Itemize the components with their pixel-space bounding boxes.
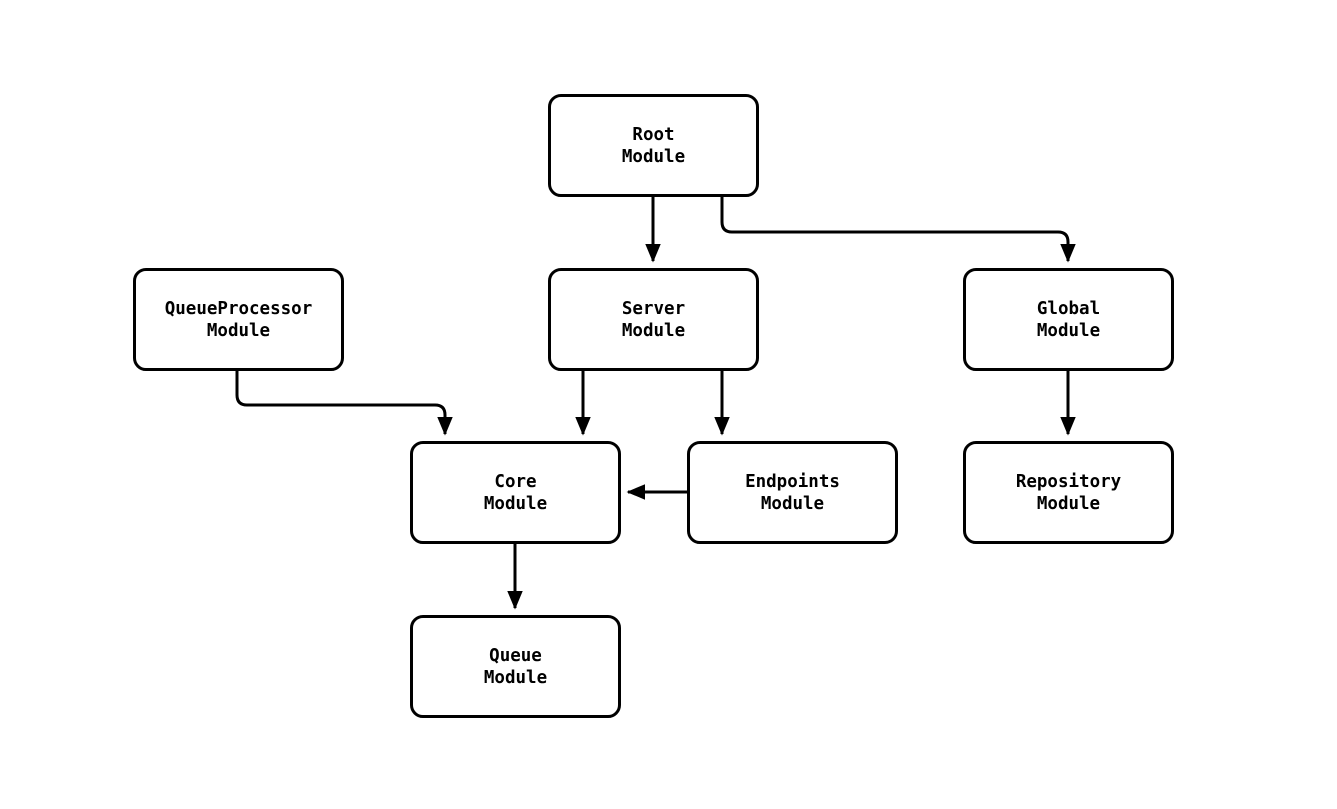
node-endpoints-module-label: Endpoints Module — [745, 471, 840, 514]
edge-root-to-global — [720, 197, 1076, 263]
node-core-module[interactable]: Core Module — [410, 441, 621, 544]
edges-group — [235, 197, 1076, 610]
node-root-module-label: Root Module — [621, 124, 686, 167]
node-queue-module[interactable]: Queue Module — [410, 615, 621, 718]
edge-queueprocessor-to-core — [235, 371, 453, 436]
node-queueprocessor-module[interactable]: QueueProcessor Module — [133, 268, 344, 371]
node-server-module-label: Server Module — [621, 298, 686, 341]
node-queue-module-label: Queue Module — [483, 645, 548, 688]
node-core-module-label: Core Module — [483, 471, 548, 514]
node-global-module[interactable]: Global Module — [963, 268, 1174, 371]
node-global-module-label: Global Module — [1036, 298, 1101, 341]
node-queueprocessor-module-label: QueueProcessor Module — [164, 298, 313, 341]
node-root-module[interactable]: Root Module — [548, 94, 759, 197]
node-endpoints-module[interactable]: Endpoints Module — [687, 441, 898, 544]
node-server-module[interactable]: Server Module — [548, 268, 759, 371]
node-repository-module[interactable]: Repository Module — [963, 441, 1174, 544]
node-repository-module-label: Repository Module — [1015, 471, 1122, 514]
